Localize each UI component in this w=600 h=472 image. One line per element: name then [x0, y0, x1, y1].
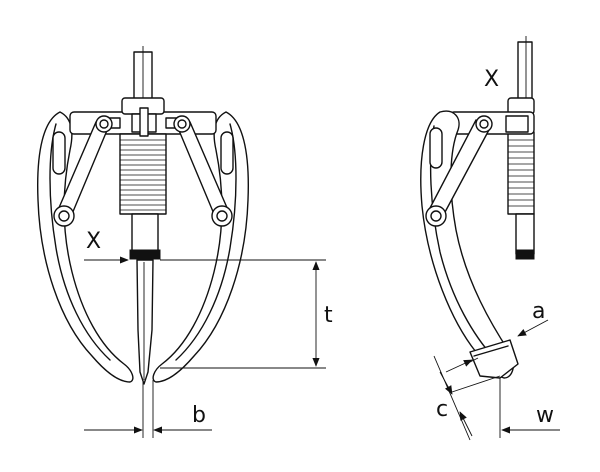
pressure-tip — [136, 259, 154, 385]
spindle-threads — [120, 139, 166, 211]
side-jaw — [420, 110, 515, 379]
spindle-tip-block — [129, 249, 161, 260]
side-jaw-tip — [469, 339, 519, 379]
spindle-lower — [131, 213, 159, 253]
left-jaw-slot — [52, 131, 66, 175]
right-jaw-inner-line — [175, 123, 237, 361]
label-c: c — [436, 397, 448, 422]
label-a: a — [532, 299, 545, 324]
pivot-bolts — [53, 115, 233, 227]
right-jaw-slot — [220, 131, 234, 175]
side-threaded-spindle — [507, 131, 535, 215]
left-jaw — [36, 111, 134, 383]
side-view: X a c w — [420, 36, 560, 441]
label-b: b — [192, 403, 206, 428]
front-view: X t b — [36, 46, 333, 438]
label-t: t — [324, 303, 333, 328]
left-jaw-inner-line — [49, 123, 111, 361]
threaded-spindle — [119, 133, 167, 215]
side-spindle-threads — [508, 139, 534, 207]
label-x-front: X — [86, 229, 101, 254]
label-x-side: X — [484, 67, 499, 92]
right-jaw — [152, 111, 250, 383]
label-w: w — [536, 403, 554, 428]
